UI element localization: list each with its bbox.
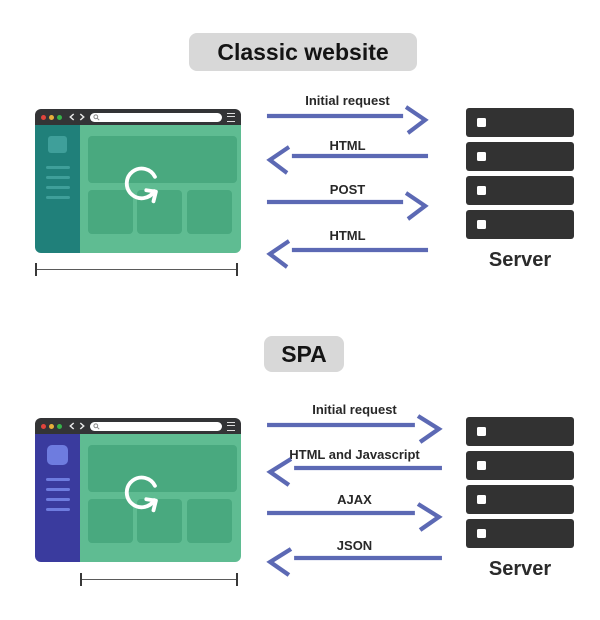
server-indicator-square [477, 495, 486, 504]
browser-sidebar [35, 434, 80, 562]
sidebar-logo-block [47, 445, 68, 465]
sidebar-menu-line [45, 478, 70, 481]
response-arrow-left-icon [266, 239, 429, 269]
refresh-reload-icon [124, 166, 158, 204]
arrow-label: AJAX [337, 492, 372, 507]
sidebar-menu-line [45, 196, 70, 199]
response-arrow-left-icon [266, 547, 443, 577]
server-unit [466, 519, 574, 548]
request-arrow-right-icon [266, 414, 443, 444]
traffic-light-yellow-icon [49, 114, 54, 120]
sidebar-menu-line [45, 508, 70, 511]
response-arrow-left-icon [266, 457, 443, 487]
measure-tick-left [80, 573, 82, 586]
traffic-light-green-icon [57, 114, 62, 120]
content-card [88, 499, 133, 543]
content-card [187, 499, 232, 543]
sidebar-menu-line [45, 186, 70, 189]
browser-topbar [35, 418, 241, 434]
measure-tick-left [35, 263, 37, 276]
browser-body [35, 125, 241, 253]
full-page-reload-extent-line [35, 263, 238, 276]
url-search-bar [90, 421, 222, 431]
browser-body [35, 434, 241, 562]
server-unit [466, 485, 574, 514]
measure-line [82, 578, 236, 581]
hero-block [88, 445, 237, 492]
measure-line [37, 268, 236, 271]
sidebar-menu-line [45, 176, 70, 179]
forward-chevron-icon [79, 422, 85, 430]
server-indicator-square [477, 118, 486, 127]
arrow-label: JSON [336, 538, 373, 553]
browser-window-classic [35, 109, 241, 253]
server-unit [466, 451, 574, 480]
menu-hamburger-icon [227, 421, 235, 431]
server-indicator-square [477, 220, 486, 229]
traffic-light-yellow-icon [49, 423, 54, 429]
server-indicator-square [477, 427, 486, 436]
measure-tick-right [236, 263, 238, 276]
browser-content-area [80, 434, 241, 562]
arrow-label: POST [329, 182, 366, 197]
magnifier-icon [93, 113, 100, 121]
section-title-classic-website: Classic website [189, 33, 417, 71]
browser-content-area [80, 125, 241, 253]
content-card [88, 190, 133, 234]
request-arrow-right-icon [266, 105, 429, 135]
measure-tick-right [236, 573, 238, 586]
arrow-label: HTML [329, 228, 366, 243]
server-indicator-square [477, 529, 486, 538]
content-card [187, 190, 232, 234]
browser-topbar [35, 109, 241, 125]
browser-sidebar [35, 125, 80, 253]
server-unit [466, 176, 574, 205]
sidebar-menu-line [45, 498, 70, 501]
browser-window-spa [35, 418, 241, 562]
magnifier-icon [93, 422, 100, 430]
back-chevron-icon [69, 422, 75, 430]
server-unit [466, 210, 574, 239]
server-unit [466, 108, 574, 137]
server-label: Server [488, 249, 552, 271]
arrow-label: HTML and Javascript [289, 447, 420, 462]
arrow-label: Initial request [305, 93, 390, 108]
server-stack [466, 108, 574, 239]
back-chevron-icon [69, 113, 75, 121]
url-search-bar [90, 112, 222, 122]
forward-chevron-icon [79, 113, 85, 121]
traffic-light-red-icon [41, 114, 46, 120]
server-indicator-square [477, 461, 486, 470]
hero-block [88, 136, 237, 183]
server-indicator-square [477, 186, 486, 195]
request-arrow-right-icon [266, 191, 429, 221]
arrow-label: HTML [329, 138, 366, 153]
sidebar-menu-line [45, 166, 70, 169]
server-stack [466, 417, 574, 548]
menu-hamburger-icon [227, 112, 235, 122]
server-unit [466, 417, 574, 446]
request-arrow-right-icon [266, 502, 443, 532]
server-unit [466, 142, 574, 171]
traffic-light-red-icon [41, 423, 46, 429]
refresh-reload-icon [124, 475, 158, 513]
server-indicator-square [477, 152, 486, 161]
content-area-reload-extent-line [80, 573, 238, 586]
sidebar-logo-block [48, 136, 67, 153]
sidebar-menu-line [45, 488, 70, 491]
response-arrow-left-icon [266, 145, 429, 175]
traffic-light-green-icon [57, 423, 62, 429]
server-label: Server [488, 558, 552, 580]
arrow-label: Initial request [312, 402, 397, 417]
section-title-spa: SPA [264, 336, 344, 372]
